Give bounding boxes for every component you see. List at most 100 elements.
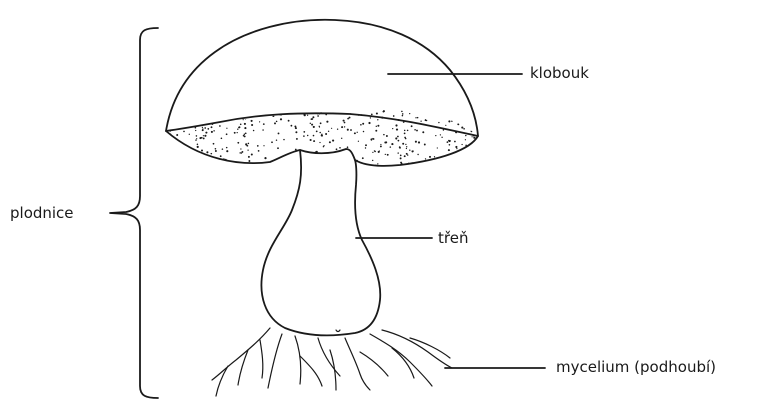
stipple-dot xyxy=(296,161,298,163)
stipple-dot xyxy=(280,118,282,120)
stipple-dot xyxy=(245,143,247,145)
stipple-dot xyxy=(291,125,293,127)
stipple-dot xyxy=(243,119,244,120)
stipple-dot xyxy=(238,127,240,129)
stipple-dot xyxy=(303,131,305,133)
stipple-dot xyxy=(475,158,477,160)
stipple-dot xyxy=(221,138,223,140)
stipple-dot xyxy=(206,116,207,117)
stipple-dot xyxy=(392,128,393,129)
stipple-dot xyxy=(406,148,407,149)
stipple-dot xyxy=(400,157,402,159)
stipple-dot xyxy=(377,163,378,164)
stipple-dot xyxy=(172,155,174,157)
stipple-dot xyxy=(320,122,322,124)
stipple-dot xyxy=(344,162,345,163)
stipple-dot xyxy=(222,113,223,114)
stipple-dot xyxy=(411,125,413,127)
stipple-dot xyxy=(402,115,404,117)
stipple-dot xyxy=(473,135,474,136)
stipple-dot xyxy=(456,148,457,149)
stipple-dot xyxy=(422,131,424,133)
stipple-dot xyxy=(196,138,197,139)
stipple-dot xyxy=(274,166,276,168)
stipple-dot xyxy=(432,162,434,164)
stipple-dot xyxy=(377,125,379,127)
fruiting-body-bracket xyxy=(110,28,158,398)
stipple-dot xyxy=(376,112,378,114)
stipple-dot xyxy=(204,127,206,129)
stipple-dot xyxy=(194,122,195,123)
stipple-dot xyxy=(443,129,444,130)
stipple-dot xyxy=(431,111,432,112)
stipple-dot xyxy=(264,157,266,159)
stipple-dot xyxy=(341,126,343,128)
stipple-dot xyxy=(200,113,202,115)
stipple-dot xyxy=(395,124,397,126)
stipple-dot xyxy=(311,118,313,120)
stipple-dot xyxy=(182,148,183,149)
stipple-dot xyxy=(451,120,452,121)
stipple-dot xyxy=(211,126,213,128)
stipple-dot xyxy=(241,151,243,153)
stipple-dot xyxy=(465,145,467,147)
stipple-dot xyxy=(222,148,224,150)
stipple-dot xyxy=(321,134,322,135)
stipple-dot xyxy=(248,160,250,162)
stipple-dot xyxy=(251,120,253,122)
stipple-dot xyxy=(226,147,227,148)
stipple-dot xyxy=(406,146,407,147)
stipple-dot xyxy=(312,164,314,166)
stipple-dot xyxy=(244,135,246,137)
stipple-dot xyxy=(189,134,190,135)
stipple-dot xyxy=(448,156,449,157)
stipple-dot xyxy=(317,113,318,114)
stipple-dot xyxy=(292,157,294,159)
stipple-dot xyxy=(465,139,466,140)
stipple-dot xyxy=(203,135,204,136)
stipple-dot xyxy=(183,160,184,161)
stipple-dot xyxy=(190,109,192,111)
label-mycelium: mycelium (podhoubí) xyxy=(556,360,716,375)
stipple-dot xyxy=(263,123,265,125)
stipple-dot xyxy=(383,134,385,136)
stipple-dot xyxy=(325,133,327,135)
stipple-dot xyxy=(375,130,377,132)
stipple-dot xyxy=(347,118,349,120)
stipple-dot xyxy=(213,130,214,131)
stipple-dot xyxy=(195,130,196,131)
stipple-dot xyxy=(240,124,242,126)
stipple-dot xyxy=(402,143,404,145)
stipple-dot xyxy=(407,130,409,132)
stipple-dot xyxy=(341,138,342,139)
stipple-dot xyxy=(173,124,175,126)
stipple-dot xyxy=(326,121,328,123)
stipple-dot xyxy=(198,154,200,156)
stipple-dot xyxy=(168,145,169,146)
stipple-dot xyxy=(445,125,446,126)
stipple-dot xyxy=(398,140,400,142)
stipple-dot xyxy=(204,161,206,163)
stipple-dot xyxy=(467,118,469,120)
stipple-dot xyxy=(337,129,338,130)
stipple-dot xyxy=(220,155,222,157)
stipple-dot xyxy=(215,159,217,161)
stipple-dot xyxy=(278,132,280,134)
stipple-dot xyxy=(313,164,315,166)
stipple-dot xyxy=(319,126,320,127)
stipple-dot xyxy=(179,111,181,113)
stipple-dot xyxy=(313,126,315,128)
stipple-dot xyxy=(467,161,468,162)
stipple-dot xyxy=(399,147,401,149)
stipple-dot xyxy=(226,133,228,135)
stipple-dot xyxy=(463,128,465,130)
stipple-dot xyxy=(215,150,217,152)
stipple-dot xyxy=(211,153,213,155)
stipple-dot xyxy=(303,135,305,137)
stipple-dot xyxy=(397,152,398,153)
stipple-dot xyxy=(226,150,228,152)
label-cap: klobouk xyxy=(530,66,589,81)
stipple-dot xyxy=(393,115,395,117)
stipple-dot xyxy=(428,165,430,167)
